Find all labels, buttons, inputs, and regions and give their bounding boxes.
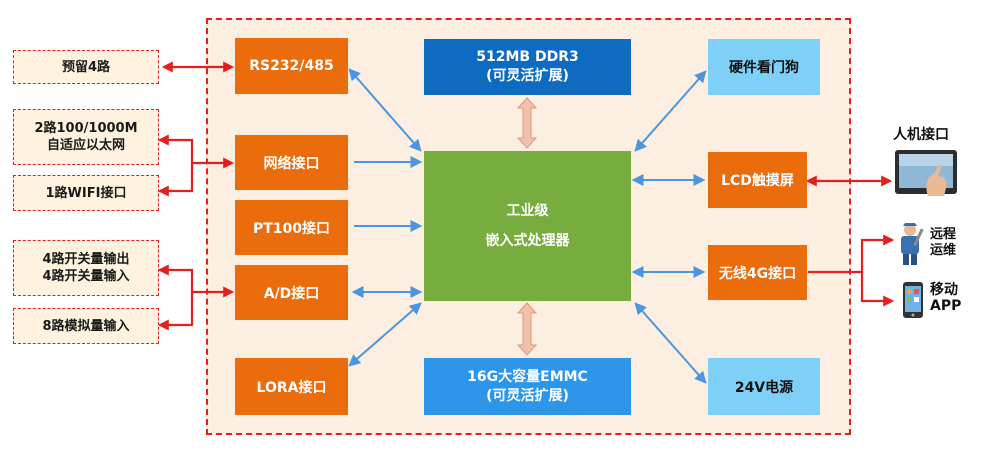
ad-label: A/D接口 [263,285,320,302]
remote-label-2: 运维 [930,243,957,258]
processor-label-1: 工业级 [506,203,549,219]
mobile-label: 移动 APP [930,282,961,314]
analog-input-label: 8路模拟量输入 [42,318,130,334]
lora-module: LORA接口 [235,358,348,415]
ddr-label: 512MB DDR3 [476,49,579,65]
bracket-switch-analog [157,264,194,331]
wifi-label: 1路WIFI接口 [45,185,127,201]
arrow-emmc-cpu [516,302,538,356]
bracket-eth-wifi [157,134,194,197]
processor-label-2: 嵌入式处理器 [485,233,570,249]
switch-io-label: 4路开关量输出 4路开关量输入 [42,252,130,284]
watchdog-module: 硬件看门狗 [708,39,820,95]
wifi-box: 1路WIFI接口 [13,175,159,211]
emmc-label: 16G大容量EMMC [467,368,588,385]
wireless-module: 无线4G接口 [708,245,807,300]
lora-label: LORA接口 [256,379,327,396]
emmc-sublabel: (可灵活扩展) [486,387,569,404]
arrow-lora-cpu [348,302,422,367]
network-label: 网络接口 [263,155,320,172]
arrow-power-cpu [634,302,707,384]
ddr-sublabel: (可灵活扩展) [486,68,569,84]
switch-io-box: 4路开关量输出 4路开关量输入 [13,240,159,296]
processor-core: 工业级 嵌入式处理器 [424,151,631,301]
rs232-label: RS232/485 [249,58,334,74]
network-module: 网络接口 [235,135,348,190]
remote-label-1: 远程 [930,227,957,242]
ethernet-box: 2路100/1000M 自适应以太网 [13,109,159,165]
touchscreen-icon [895,150,957,196]
technician-icon [901,223,924,265]
reserve-box: 预留4路 [13,50,159,84]
reserve-label: 预留4路 [61,59,111,75]
emmc-module: 16G大容量EMMC (可灵活扩展) [424,358,631,415]
mobile-label-2: APP [930,298,962,314]
bracket-remote-mobile [860,234,895,307]
watchdog-label: 硬件看门狗 [729,60,799,76]
ethernet-label: 2路100/1000M 自适应以太网 [34,121,138,153]
pt100-module: PT100接口 [235,200,348,255]
arrow-rs232-cpu [348,68,422,152]
hmi-label: 人机接口 [893,127,949,143]
arrow-watchdog-cpu [634,70,707,152]
pt100-label: PT100接口 [252,220,331,237]
analog-input-box: 8路模拟量输入 [13,308,159,344]
remote-label: 远程 运维 [930,227,956,259]
lcd-label: LCD触摸屏 [721,173,794,189]
mobile-label-1: 移动 [930,282,958,298]
power-module: 24V电源 [708,358,820,415]
arrow-ddr-cpu [516,97,538,149]
lcd-module: LCD触摸屏 [708,152,807,208]
power-label: 24V电源 [734,379,794,396]
wireless-label: 无线4G接口 [718,265,797,282]
rs232-module: RS232/485 [235,38,348,94]
mobile-phone-icon [903,282,923,318]
ad-module: A/D接口 [235,265,348,320]
ddr-module: 512MB DDR3 (可灵活扩展) [424,39,631,95]
